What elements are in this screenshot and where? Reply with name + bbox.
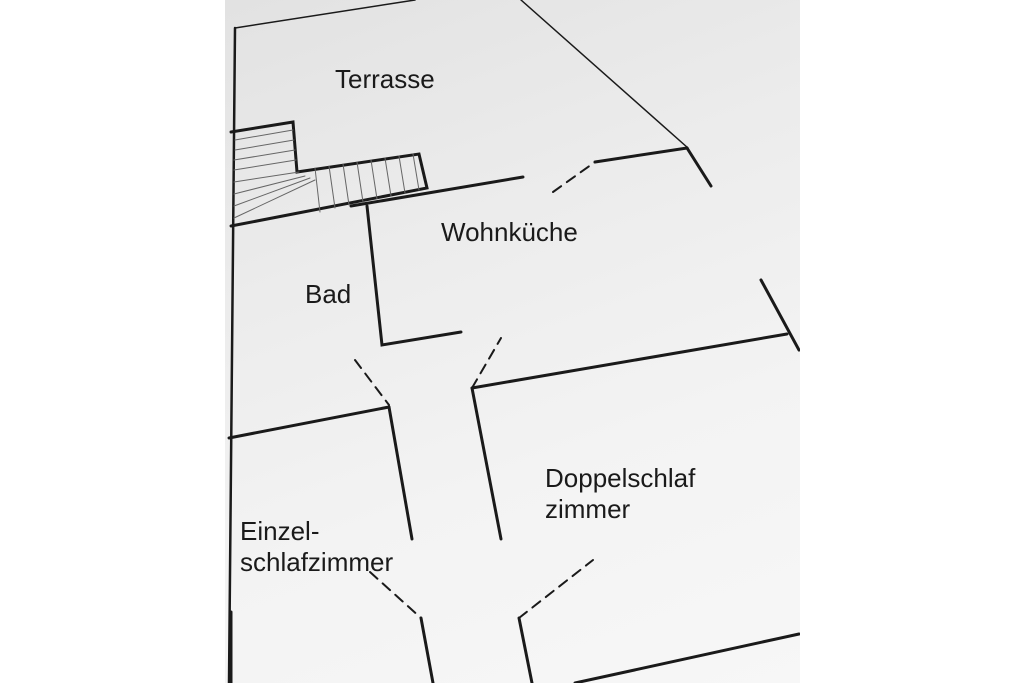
- door-upper: [552, 161, 596, 193]
- label-einzelschlafzimmer-line1: Einzel-: [240, 516, 320, 546]
- floor-plan-sketch: Terrasse Wohnküche Bad Doppelschlaf zimm…: [225, 0, 800, 683]
- wall-bottom-right: [573, 632, 800, 683]
- wall-corridor-left: [387, 405, 414, 541]
- label-doppelschlafzimmer-line2: zimmer: [545, 494, 631, 524]
- label-doppelschlafzimmer-line1: Doppelschlaf: [545, 463, 696, 493]
- label-wohnkueche-text: Wohnküche: [441, 217, 578, 247]
- staircase-outline: [229, 120, 429, 228]
- wall-upper-right: [593, 146, 713, 188]
- label-einzelschlafzimmer: Einzel- schlafzimmer: [240, 516, 393, 578]
- wall-corridor-right: [470, 386, 503, 541]
- label-doppelschlafzimmer: Doppelschlaf zimmer: [545, 463, 695, 525]
- wall-lower-right: [517, 616, 534, 683]
- label-terrasse: Terrasse: [335, 64, 435, 95]
- wall-lower-left: [419, 616, 435, 683]
- label-bad: Bad: [305, 279, 351, 310]
- terrace-edge-diagonal: [520, 0, 689, 149]
- door-single-bedroom: [369, 571, 422, 619]
- label-einzelschlafzimmer-line2: schlafzimmer: [240, 547, 394, 577]
- wall-kitchen-right: [759, 278, 800, 352]
- label-wohnkueche: Wohnküche: [441, 217, 578, 248]
- wall-bad-right: [365, 204, 463, 347]
- label-bad-text: Bad: [305, 279, 352, 309]
- wall-single-bedroom-top: [227, 405, 391, 440]
- terrace-edge-top: [234, 0, 416, 29]
- floor-plan-drawing: [227, 0, 800, 683]
- door-bad: [354, 359, 390, 406]
- label-terrasse-text: Terrasse: [335, 64, 435, 94]
- wall-double-bedroom-top: [470, 332, 789, 390]
- stair-treads: [233, 129, 420, 219]
- outer-wall-left: [227, 26, 237, 683]
- door-double-bedroom: [518, 559, 594, 619]
- wall-kitchen-top: [349, 175, 525, 208]
- door-kitchen: [471, 337, 502, 389]
